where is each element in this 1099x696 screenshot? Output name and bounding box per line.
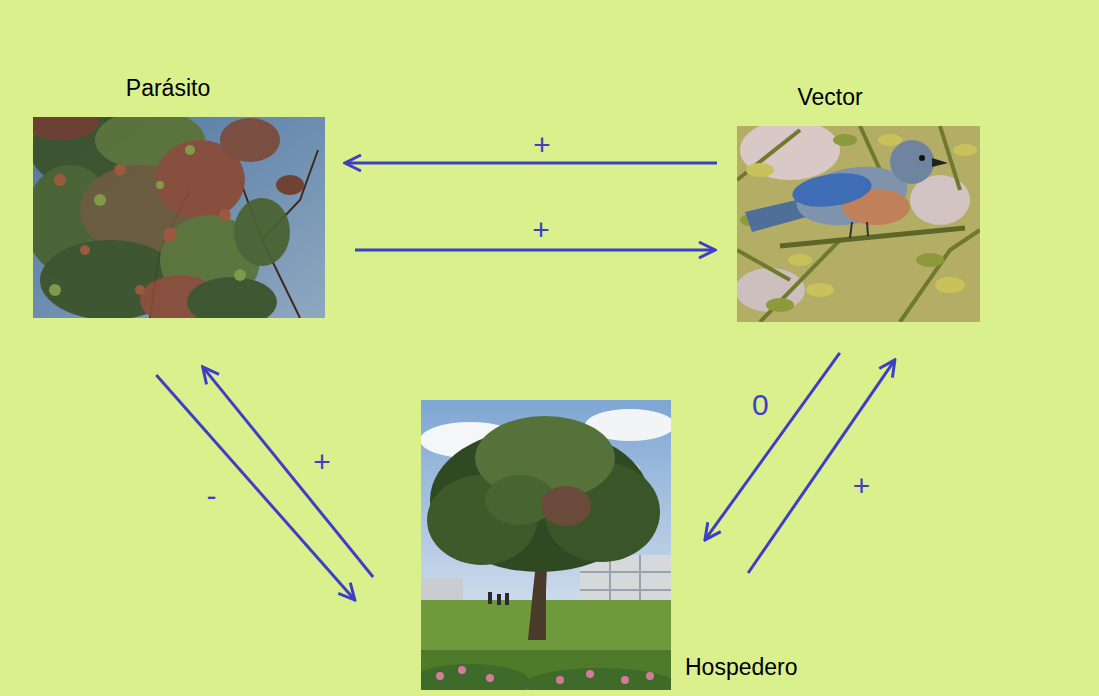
interaction-sign: + [531,130,553,160]
node-label: Hospedero [685,654,798,682]
photo-node: Parásito [33,75,325,318]
connector-arrow [156,375,355,600]
interaction-sign: 0 [750,390,771,420]
interaction-sign: + [530,215,552,245]
node-label: Vector [797,84,862,112]
connector-arrow [355,249,715,252]
bird-photo [737,126,980,322]
photo-node: Vector [737,84,980,322]
photo-node: Hospedero [421,400,671,690]
tree-photo [421,400,671,690]
interaction-sign: + [311,447,333,477]
interaction-sign: - [205,481,219,511]
connector-arrow [203,367,373,577]
connector-arrow [705,353,840,540]
parasite-photo [33,117,325,318]
interaction-sign: + [851,471,873,501]
connector-arrow [345,162,717,165]
node-label: Parásito [126,75,210,103]
connector-arrow [748,360,895,573]
